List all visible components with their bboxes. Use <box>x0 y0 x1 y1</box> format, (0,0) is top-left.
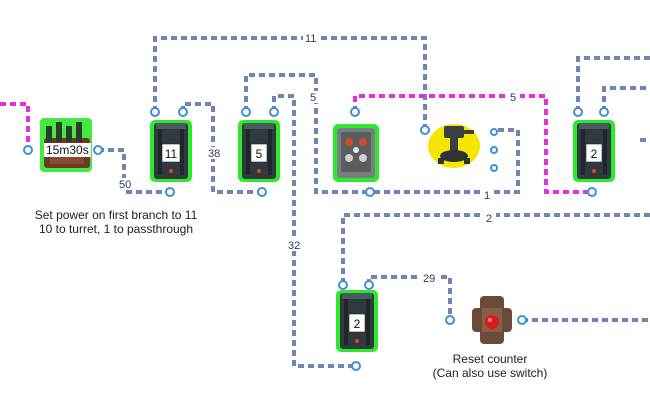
timer-label: 15m30s <box>44 143 91 157</box>
wire-label-reset-link: 29 <box>423 273 435 285</box>
port-b1-in[interactable] <box>150 107 160 117</box>
reset-button-icon[interactable] <box>472 296 512 344</box>
battery-icon-3[interactable]: 2 <box>573 120 615 182</box>
reset-note: Reset counter (Can also use switch) <box>420 352 560 380</box>
battery-icon-4[interactable]: 2 <box>336 290 378 352</box>
reset-note-line1: Reset counter <box>452 352 528 366</box>
wire-label-long-down: 32 <box>288 240 300 252</box>
port-b3-in[interactable] <box>573 107 583 117</box>
splitter-icon[interactable] <box>333 124 379 182</box>
wire-label-turret-return: 1 <box>484 190 490 202</box>
turret-icon[interactable] <box>428 124 480 168</box>
wire-top-right-2 <box>602 86 650 112</box>
wire-label-to-splitter: 5 <box>310 92 316 104</box>
port-b2-in2[interactable] <box>269 107 279 117</box>
wire-long-down <box>272 94 356 368</box>
wire-pink-branch <box>353 94 592 194</box>
wire-input-powered <box>0 102 30 150</box>
wire-turret-return <box>370 128 520 194</box>
wire-battery1-out <box>181 102 262 194</box>
wire-label-pink-branch: 5 <box>510 92 516 104</box>
port-turret-out-2[interactable] <box>490 146 498 154</box>
port-splitter-in[interactable] <box>350 107 360 117</box>
battery-3-value: 2 <box>591 147 598 161</box>
port-b2-out[interactable] <box>257 187 267 197</box>
wire-label-battery1-out: 38 <box>208 148 220 160</box>
battery-1-value: 11 <box>165 147 178 161</box>
wire-label-counter-feed: 2 <box>486 213 492 225</box>
port-b2-in[interactable] <box>241 107 251 117</box>
port-b4-in[interactable] <box>338 280 348 290</box>
port-b4-out[interactable] <box>351 361 361 371</box>
ports <box>23 107 609 371</box>
port-timer-out[interactable] <box>93 145 103 155</box>
wire-to-splitter <box>244 73 370 194</box>
branch-note-line2: 10 to turret, 1 to passthrough <box>38 222 194 236</box>
wire-timer-out <box>98 148 170 194</box>
port-turret-out-3[interactable] <box>490 164 498 172</box>
wire-label-timer-out: 50 <box>119 179 131 191</box>
wire-top-loop <box>153 36 427 130</box>
port-turret-in[interactable] <box>420 125 430 135</box>
wire-labels: 11 5 5 50 38 32 1 2 29 <box>117 32 520 285</box>
port-b3-in2[interactable] <box>599 107 609 117</box>
port-reset-in[interactable] <box>445 315 455 325</box>
battery-icon-1[interactable]: 11 <box>150 120 192 182</box>
wire-label-top-loop: 11 <box>305 33 316 45</box>
port-splitter-out[interactable] <box>365 187 375 197</box>
reset-note-line2: (Can also use switch) <box>432 366 548 380</box>
wire-reset-link <box>367 275 452 320</box>
battery-icon-2[interactable]: 5 <box>238 120 280 182</box>
battery-4-value: 2 <box>354 317 361 331</box>
port-timer-in[interactable] <box>23 145 33 155</box>
port-b1-out[interactable] <box>165 187 175 197</box>
wires <box>0 36 650 368</box>
branch-note: Set power on first branch to 11 10 to tu… <box>20 208 212 236</box>
wire-top-right <box>576 56 650 112</box>
battery-2-value: 5 <box>256 147 263 161</box>
branch-note-line1: Set power on first branch to 11 <box>34 208 198 222</box>
wire-counter-feed <box>341 213 650 285</box>
port-b4-in2[interactable] <box>364 280 374 290</box>
port-turret-out-1[interactable] <box>490 128 498 136</box>
port-reset-out[interactable] <box>517 315 527 325</box>
port-b1-in2[interactable] <box>178 107 188 117</box>
port-b3-out[interactable] <box>587 187 597 197</box>
